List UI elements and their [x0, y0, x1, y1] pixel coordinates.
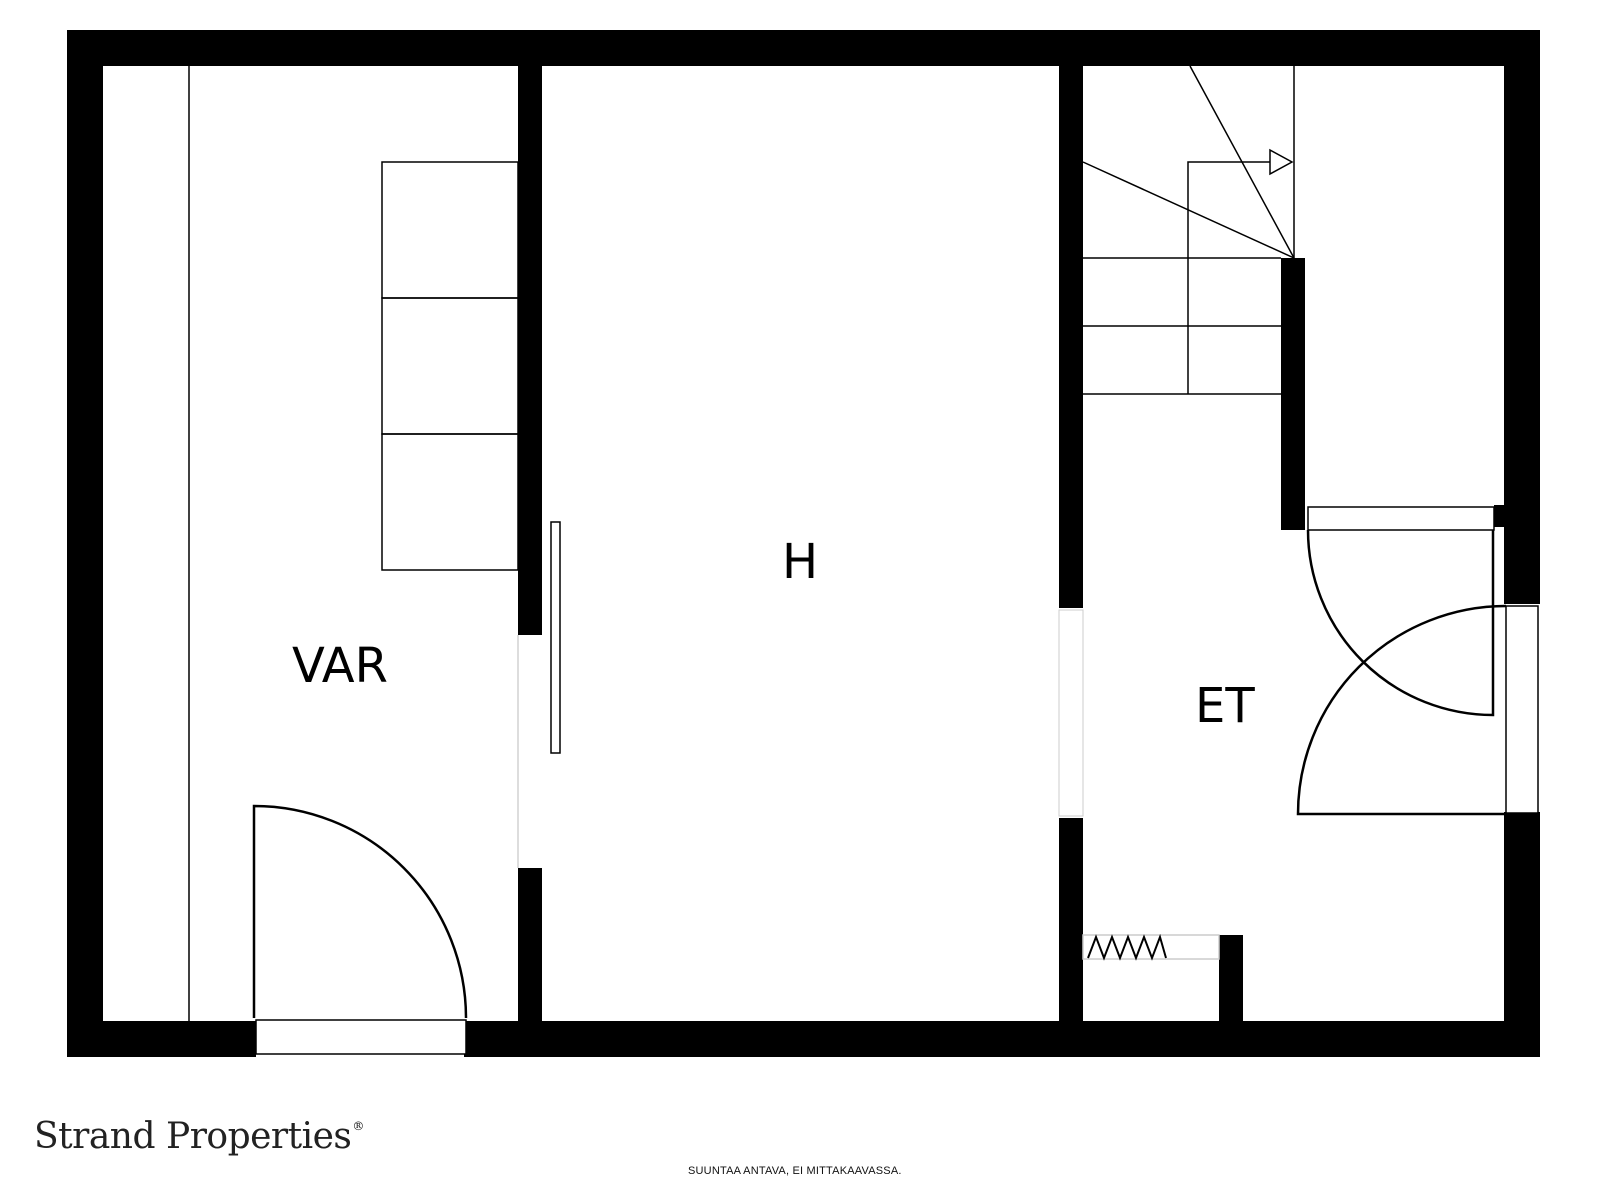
interior-walls: [518, 30, 1506, 1057]
opening-h-et: [1058, 609, 1084, 817]
room-labels: VAR H ET: [292, 534, 1255, 734]
var-room-fixtures: [188, 66, 519, 1055]
room-label-et: ET: [1195, 678, 1255, 734]
registered-mark: ®: [352, 1119, 364, 1133]
room-label-h: H: [782, 534, 818, 590]
wall-var-h-lower: [518, 868, 542, 1057]
stair-direction-line: [1187, 161, 1270, 394]
exterior-walls: [67, 30, 1540, 1057]
shelving-unit-1: [381, 161, 519, 299]
shelving-unit-2: [381, 297, 519, 435]
brand-name: Strand Properties: [34, 1116, 352, 1157]
room-label-var: VAR: [292, 638, 388, 694]
wall-stair: [1281, 258, 1305, 530]
wall-var-h-upper: [518, 30, 542, 635]
wall-right-lower: [1504, 812, 1540, 1057]
brand-logo: Strand Properties®: [34, 1116, 364, 1157]
wall-h-et-upper: [1059, 30, 1083, 608]
var-door-threshold: [255, 1019, 467, 1055]
wall-h-et-lower: [1059, 818, 1083, 1057]
wall-top: [67, 30, 1539, 66]
sliding-door-panel: [550, 521, 561, 754]
closet-fixture: [1082, 933, 1220, 961]
et-entry-door-frame: [1505, 605, 1539, 814]
wall-closet-stub: [1219, 935, 1243, 1025]
wall-right-upper: [1504, 30, 1540, 604]
et-inner-door-frame: [1307, 506, 1495, 531]
scale-disclaimer: SUUNTAA ANTAVA, EI MITTAKAAVASSA.: [688, 1165, 902, 1177]
shelving-unit-3: [381, 433, 519, 571]
wall-left: [67, 30, 103, 1057]
wall-stair-stub: [1494, 505, 1506, 527]
et-room-fixtures: [1296, 506, 1539, 816]
et-inner-door-swing: [1306, 529, 1495, 717]
wall-bottom-left: [67, 1021, 256, 1057]
et-entry-door-swing: [1296, 604, 1507, 816]
stair-arrow-icon: [1269, 148, 1294, 176]
staircase: [1082, 65, 1295, 395]
sliding-door: [517, 521, 561, 868]
opening-h-et-gap: [1058, 609, 1084, 817]
var-door-swing: [252, 804, 468, 1019]
wall-bottom-right: [464, 1021, 1540, 1057]
hanger-zigzag-icon: [1087, 933, 1167, 961]
